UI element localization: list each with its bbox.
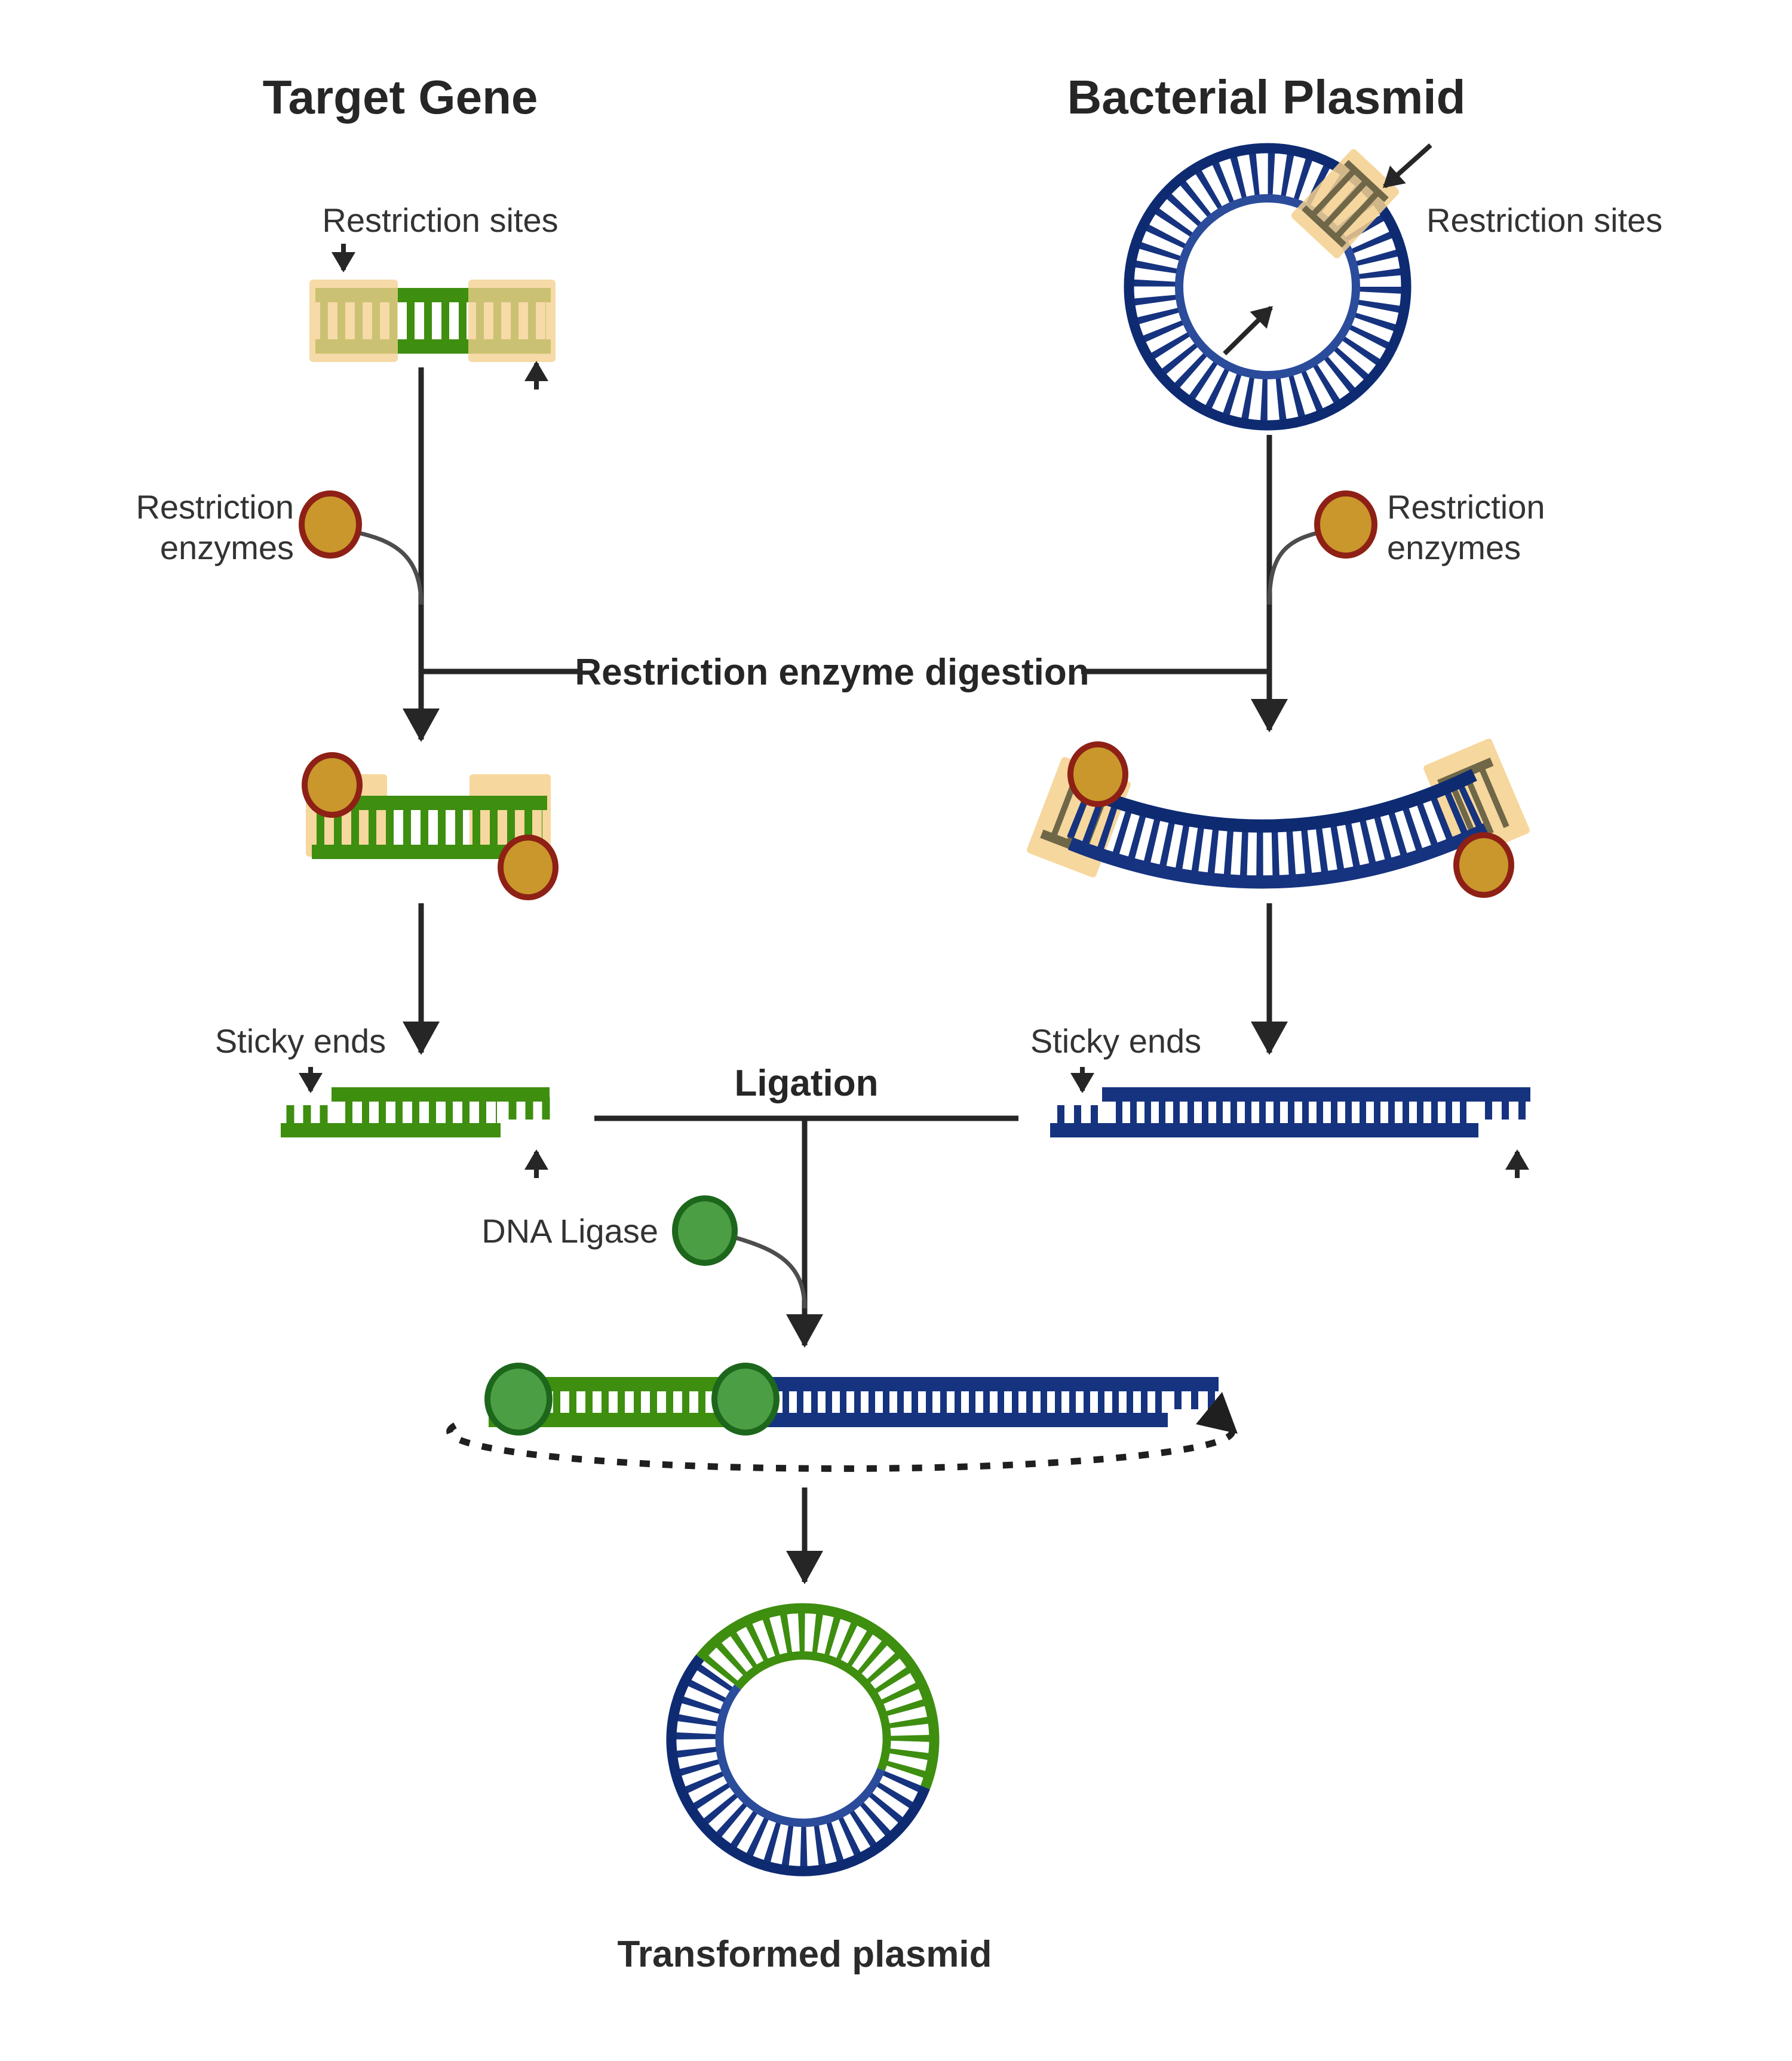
restriction-enzyme-left xyxy=(299,490,424,605)
circularization-dashed-loop xyxy=(446,1413,1236,1472)
transformed-plasmid-outer-green xyxy=(696,1603,940,1790)
plasmid-sticky-ends-dna xyxy=(1050,1087,1530,1137)
ligase-connector-curve xyxy=(735,1235,807,1309)
dna-ligase xyxy=(672,1195,807,1309)
plasmid-inner-strand xyxy=(1175,194,1360,379)
sticky-ends-label-right: Sticky ends xyxy=(1030,1022,1201,1060)
circularization-arrowhead xyxy=(1196,1392,1238,1434)
restriction-enzyme-icon xyxy=(1314,490,1377,559)
enzyme-connector-curve-left xyxy=(358,530,424,605)
restriction-site-highlight-left xyxy=(309,280,398,362)
cut-plasmid-bottom-strand xyxy=(1067,823,1489,889)
ligated-recombinant-dna xyxy=(446,1363,1238,1472)
transformed-plasmid-rungs-green xyxy=(700,1607,935,1787)
transformed-plasmid-outer-blue xyxy=(666,1654,930,1876)
restriction-enzymes-label-right-line2: enzymes xyxy=(1387,529,1521,566)
dna-ligase-label: DNA Ligase xyxy=(481,1212,658,1250)
cut-plasmid-top-strand xyxy=(1077,769,1477,833)
bacterial-plasmid-dna xyxy=(1124,143,1432,431)
bacterial-plasmid-title: Bacterial Plasmid xyxy=(1067,70,1466,124)
restriction-enzyme-right xyxy=(1267,490,1377,605)
restriction-enzymes-label-left-line2: enzymes xyxy=(160,529,294,566)
restriction-enzyme-icon xyxy=(498,835,559,900)
restriction-site-highlight-right xyxy=(468,280,556,362)
target-gene-dna xyxy=(309,280,556,362)
plasmid-site-pointer-upper xyxy=(1383,143,1432,188)
restriction-enzyme-icon xyxy=(1453,832,1514,898)
restriction-sites-label-right: Restriction sites xyxy=(1426,201,1662,239)
plasmid-rungs xyxy=(1129,148,1406,425)
cut-target-gene xyxy=(302,752,559,900)
enzyme-connector-curve-right xyxy=(1267,530,1318,605)
dna-ligase-icon xyxy=(672,1195,738,1266)
cut-plasmid-rungs xyxy=(1067,781,1490,876)
ligation-step-label: Ligation xyxy=(734,1063,878,1104)
sticky-ends-label-left: Sticky ends xyxy=(215,1022,386,1060)
plasmid-site-pointer-lower xyxy=(1223,306,1273,355)
target-gene-title: Target Gene xyxy=(263,70,538,124)
transformed-plasmid-inner-green xyxy=(734,1651,891,1771)
restriction-enzyme-icon xyxy=(302,752,363,818)
restriction-enzymes-label-left-line1: Restriction xyxy=(136,488,294,526)
transformed-plasmid-inner-blue xyxy=(715,1684,885,1827)
dna-ligase-icon xyxy=(484,1363,553,1436)
restriction-sites-label-left: Restriction sites xyxy=(322,201,558,239)
plasmid-restriction-site-highlight xyxy=(1291,149,1400,259)
cut-plasmid xyxy=(1027,738,1530,898)
plasmid-outer-strand xyxy=(1124,143,1411,431)
transformed-plasmid-label: Transformed plasmid xyxy=(617,1934,992,1975)
restriction-enzymes-label-right-line1: Restriction xyxy=(1387,488,1545,526)
transformed-plasmid-dna xyxy=(666,1603,940,1876)
restriction-enzyme-icon xyxy=(1067,741,1128,807)
restriction-enzyme-icon xyxy=(299,490,362,559)
gene-sticky-ends-dna xyxy=(281,1087,550,1137)
digestion-step-label: Restriction enzyme digestion xyxy=(575,652,1089,693)
dna-ligase-icon xyxy=(711,1363,780,1436)
